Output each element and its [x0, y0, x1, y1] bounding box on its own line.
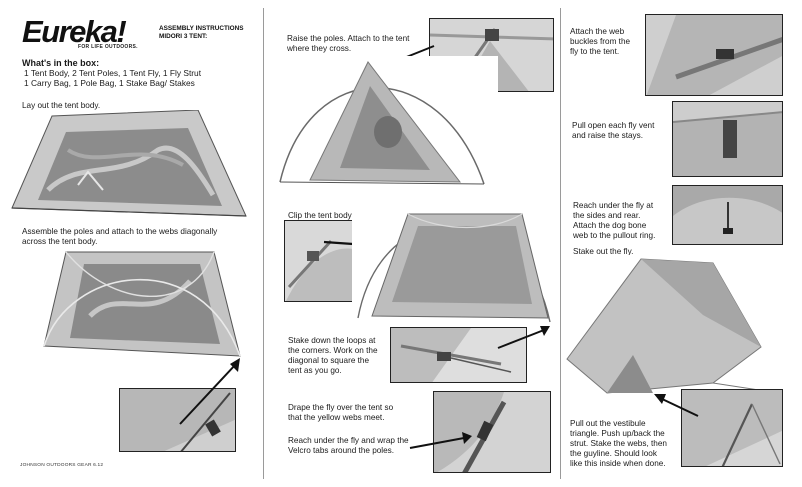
step-vent-text: Pull open each fly vent and raise the st… [572, 121, 655, 140]
inset-velcro-wrap [433, 391, 551, 473]
box-contents-line-1: 1 Tent Body, 2 Tent Poles, 1 Tent Fly, 1… [24, 68, 202, 78]
document-title: ASSEMBLY INSTRUCTIONS MIDORI 3 TENT: [159, 25, 244, 41]
step-assemble-text: Assemble the poles and attach to the web… [22, 227, 218, 246]
arrow-to-vestibule [654, 394, 699, 417]
brand-mark: ! [116, 14, 126, 49]
photo-fly-staked [563, 255, 785, 395]
inset-dog-bone [672, 185, 783, 245]
step-vestibule-text: Pull out the vestibule triangle. Push up… [570, 419, 667, 468]
step-reach-under-text: Reach under the fly at the sides and rea… [573, 201, 656, 240]
photo-tent-body-flat [8, 110, 254, 222]
arrow-to-corner [497, 326, 550, 349]
footer-text: JOHNSON OUTDOORS GEAR 6.12 [20, 463, 104, 468]
inset-clip [284, 220, 360, 302]
step-drape-text: Drape the fly over the tent so that the … [288, 403, 394, 422]
step-wrap-text: Reach under the fly and wrap the Velcro … [288, 436, 409, 455]
inset-vestibule-strut [681, 389, 783, 467]
photo-poles-diagonal [30, 246, 244, 362]
step-clip-text: Clip the tent body to the poles. [288, 211, 399, 220]
inset-stake-loop [390, 327, 527, 383]
photo-tent-clipped [352, 192, 557, 326]
step-web-buckles-text: Attach the web buckles from the fly to t… [570, 27, 631, 56]
inset-web-buckle [645, 14, 783, 96]
column-divider-2 [560, 8, 561, 479]
step-stake-text: Stake down the loops at the corners. Wor… [288, 336, 378, 375]
step-raise-text: Raise the poles. Attach to the tent wher… [287, 34, 410, 53]
arrow-to-web-detail [179, 358, 240, 425]
brand-logo: Eureka! [22, 14, 127, 49]
arrow-to-velcro [409, 432, 472, 449]
box-contents-line-2: 1 Carry Bag, 1 Pole Bag, 1 Stake Bag/ St… [24, 78, 195, 88]
inset-fly-vent [672, 101, 783, 177]
box-contents-title: What's in the box: [22, 58, 100, 68]
inset-web-attach [119, 388, 236, 452]
brand-tagline: FOR LIFE OUTDOORS. [78, 44, 138, 50]
step-stake-fly-text: Stake out the fly. [573, 247, 634, 256]
column-divider-1 [263, 8, 264, 479]
step-lay-out-text: Lay out the tent body. [22, 101, 101, 110]
photo-tent-raised [270, 56, 498, 190]
